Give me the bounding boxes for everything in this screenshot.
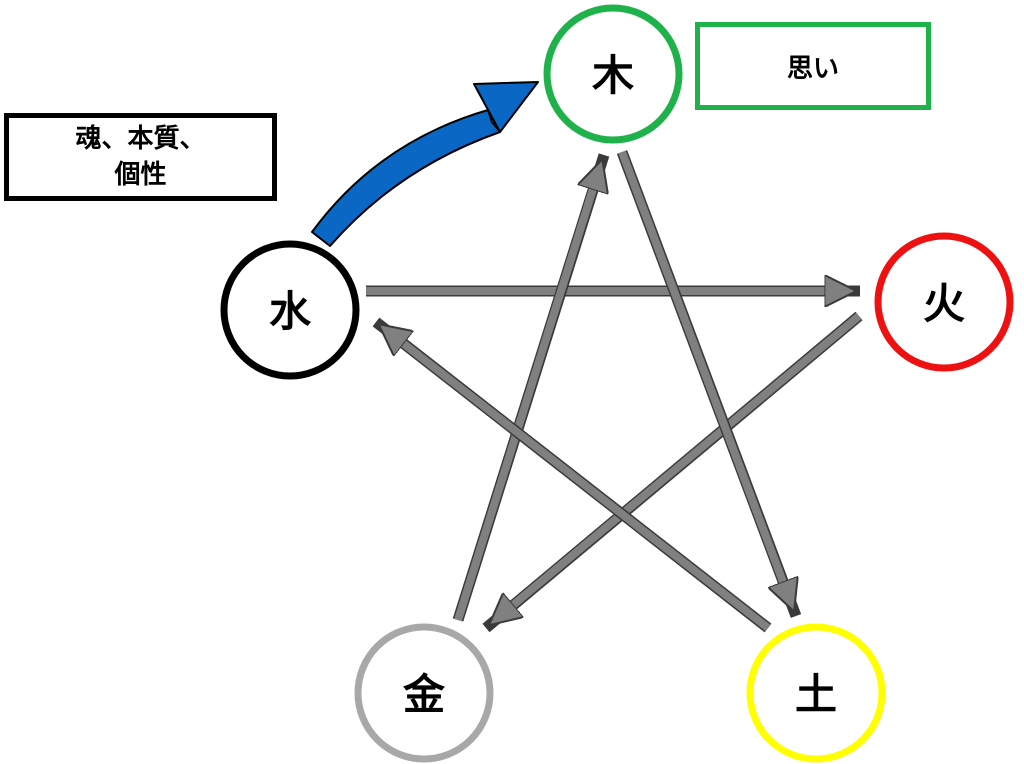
blue-curved-arrow: [311, 81, 539, 247]
node-fire-label: 火: [923, 279, 965, 328]
arrow-metal-to-wood: [452, 153, 604, 622]
soul-essence-line2: 個性: [114, 160, 167, 190]
node-earth-label: 土: [795, 670, 837, 719]
arrow-fire-to-metal: [482, 311, 863, 633]
node-earth: 土: [746, 623, 886, 763]
thought-label: 思い: [786, 53, 839, 84]
node-wood: 木: [543, 4, 683, 144]
node-water: 水: [220, 240, 360, 380]
soul-essence-line1: 魂、本質、: [75, 124, 206, 154]
node-wood-label: 木: [592, 51, 634, 100]
node-fire: 火: [874, 232, 1014, 372]
soul-essence-label-box: 魂、本質、 個性: [4, 113, 277, 201]
arrows-group: [366, 150, 863, 633]
node-water-label: 水: [269, 287, 312, 336]
arrow-earth-to-water: [372, 317, 772, 633]
node-metal: 金: [354, 623, 494, 763]
thought-label-box: 思い: [695, 22, 931, 110]
arrow-wood-to-earth: [616, 150, 802, 618]
node-metal-label: 金: [402, 670, 446, 719]
